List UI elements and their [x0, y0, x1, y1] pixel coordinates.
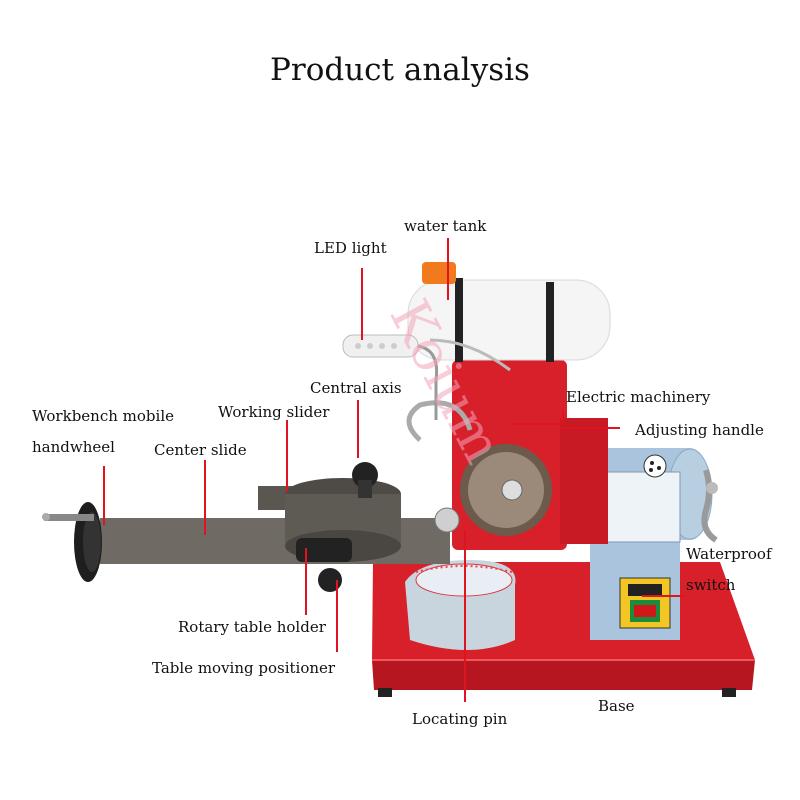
label-workbench-mobile: Workbench mobile	[32, 407, 174, 425]
led-light	[342, 334, 439, 420]
label-led-light: LED light	[314, 239, 387, 257]
label-rotary-table-holder: Rotary table holder	[178, 618, 326, 636]
label-working-slider: Working slider	[218, 403, 330, 421]
leader-lines	[103, 238, 685, 702]
waterproof-switch	[619, 577, 671, 629]
pedestal	[405, 560, 516, 650]
label-base: Base	[598, 697, 635, 715]
label-waterproof: Waterproof	[686, 545, 772, 563]
label-adjusting-handle: Adjusting handle	[635, 421, 764, 439]
page-title: Product analysis	[270, 52, 530, 88]
handwheel	[42, 502, 102, 582]
label-switch: switch	[686, 576, 736, 594]
workbench	[100, 462, 460, 592]
water-tank	[407, 262, 611, 372]
label-center-slide: Center slide	[154, 441, 247, 459]
label-handwheel: handwheel	[32, 438, 115, 456]
label-table-moving-positioner: Table moving positioner	[152, 659, 336, 677]
wheel-housing	[406, 360, 608, 550]
label-electric-machinery: Electric machinery	[566, 388, 711, 406]
label-central-axis: Central axis	[310, 379, 402, 397]
label-locating-pin: Locating pin	[412, 710, 508, 728]
label-water-tank: water tank	[404, 217, 487, 235]
adjusting-handle	[701, 469, 718, 543]
